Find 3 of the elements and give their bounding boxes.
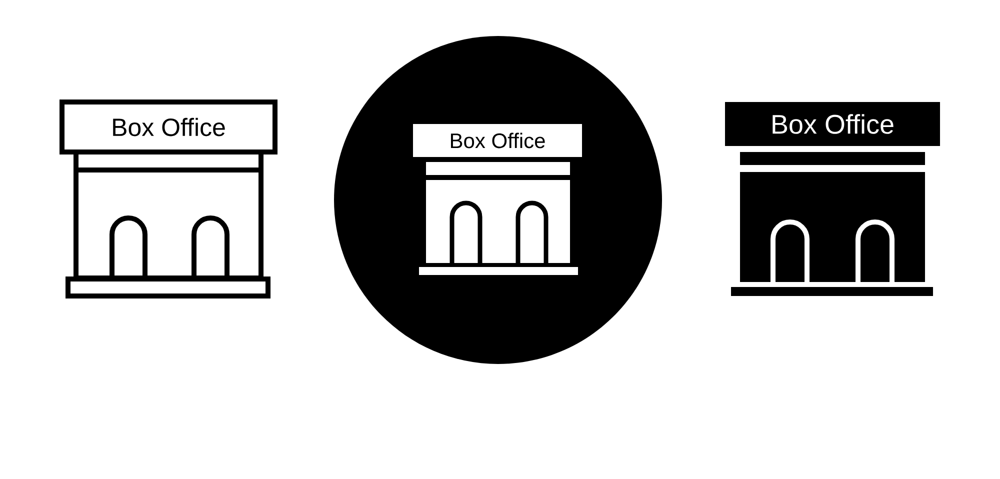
sign-box: Box Office [725,102,940,146]
sign-box: Box Office [413,124,582,157]
sign-box: Box Office [60,100,278,154]
